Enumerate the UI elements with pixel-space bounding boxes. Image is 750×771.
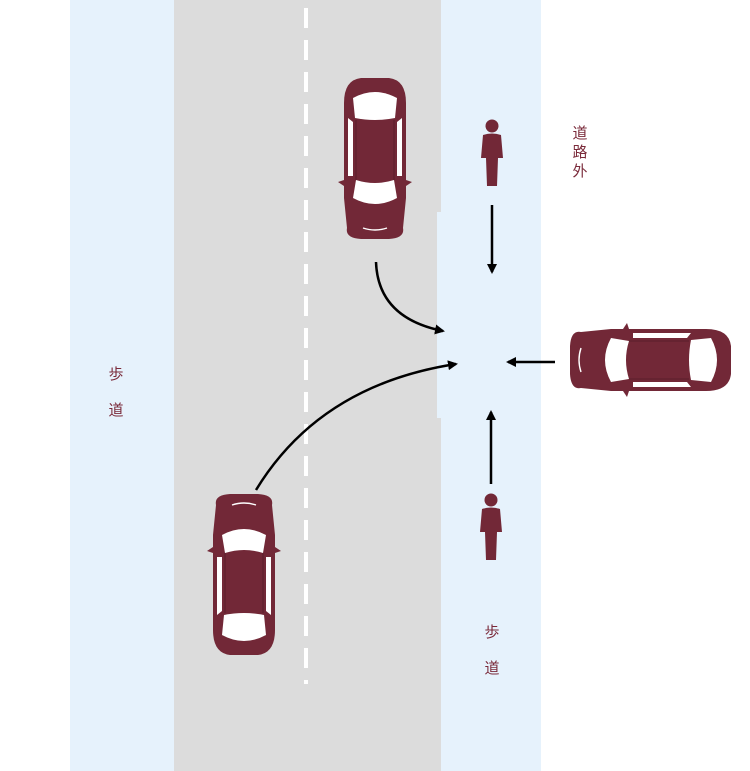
vehicle-lower-lane xyxy=(206,493,282,656)
driveway-opening xyxy=(437,212,445,418)
left-sidewalk-label: 歩 道 xyxy=(108,365,124,419)
off-road-label: 道 路 外 xyxy=(572,124,588,180)
left-sidewalk xyxy=(70,0,174,771)
arrow-upper-vehicle xyxy=(374,261,445,335)
arrow-lower-vehicle xyxy=(254,360,458,491)
vehicle-off-road xyxy=(569,322,732,398)
vehicle-upper-lane xyxy=(337,77,413,240)
right-sidewalk-label: 歩 道 xyxy=(484,623,500,677)
